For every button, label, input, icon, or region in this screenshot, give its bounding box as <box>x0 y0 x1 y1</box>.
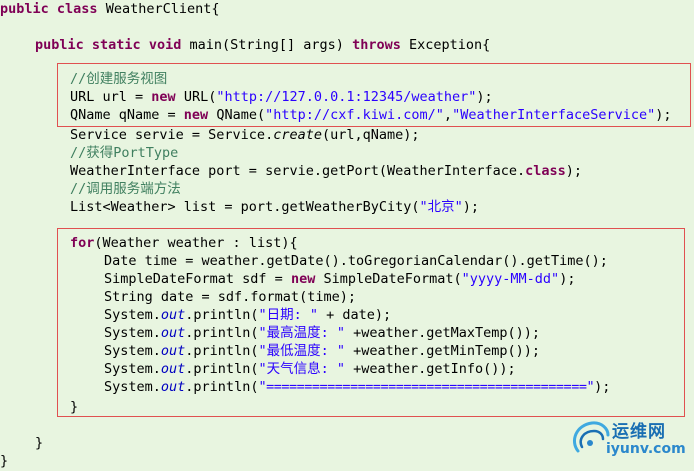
code-line-main-close: } <box>35 435 44 451</box>
code-line-comment-invoke: //调用服务端方法 <box>70 181 181 197</box>
code-line-for: for(Weather weather : list){ <box>70 235 298 251</box>
code-line-getport: WeatherInterface port = servie.getPort(W… <box>70 163 583 179</box>
watermark-logo-icon <box>573 421 610 453</box>
code-line-print-maxtemp: System.out.println("最高温度: " +weather.get… <box>104 325 541 341</box>
watermark-title: 运维网 <box>612 422 666 442</box>
code-line-class-decl: public class WeatherClient{ <box>0 1 220 17</box>
code-line-service: Service servie = Service.create(url,qNam… <box>70 127 420 143</box>
code-line-print-mintemp: System.out.println("最低温度: " +weather.get… <box>104 343 541 359</box>
code-line-main-decl: public static void main(String[] args) t… <box>35 37 491 53</box>
site-watermark: 运维网 iyunv.com <box>568 415 688 467</box>
code-line-date-time: Date time = weather.getDate().toGregoria… <box>104 253 608 269</box>
code-line-class-close: } <box>0 453 9 469</box>
code-line-print-info: System.out.println("天气信息: " +weather.get… <box>104 361 516 377</box>
code-line-qname: QName qName = new QName("http://cxf.kiwi… <box>70 107 672 123</box>
code-line-list: List<Weather> list = port.getWeatherByCi… <box>70 199 480 215</box>
code-line-comment-create: //创建服务视图 <box>70 71 168 87</box>
code-line-print-separator: System.out.println("====================… <box>104 379 611 395</box>
code-line-comment-porttype: //获得PortType <box>70 145 179 161</box>
code-line-for-close: } <box>70 399 79 415</box>
code-line-sdf: SimpleDateFormat sdf = new SimpleDateFor… <box>104 271 576 287</box>
highlight-box-loop <box>57 228 685 417</box>
highlight-box-service-setup <box>57 63 691 127</box>
code-line-print-date: System.out.println("日期: " + date); <box>104 307 392 323</box>
code-line-url: URL url = new URL("http://127.0.0.1:1234… <box>70 89 493 105</box>
watermark-url: iyunv.com <box>606 441 686 457</box>
code-line-format: String date = sdf.format(time); <box>104 289 356 305</box>
